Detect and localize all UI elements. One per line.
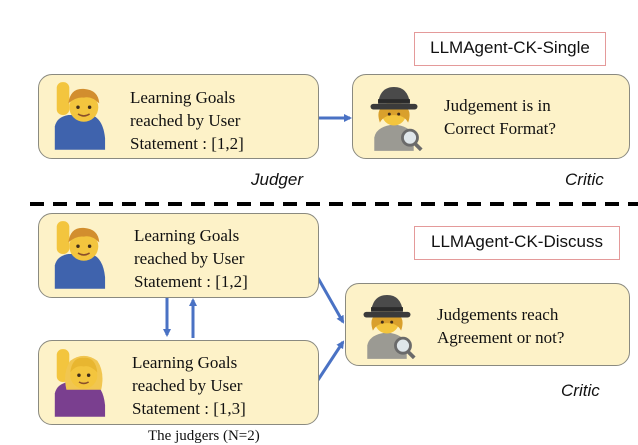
judger1-line1: Learning Goals — [134, 226, 240, 245]
raising-hand-man-icon — [54, 221, 106, 289]
critic-discuss-line2: Agreement or not? — [437, 328, 565, 347]
critic-single-line2: Correct Format? — [444, 119, 556, 138]
critic-role-label-single: Critic — [565, 170, 604, 189]
critic-role-label-discuss: Critic — [561, 381, 600, 400]
single-mode-tag: LLMAgent-CK-Single — [414, 32, 606, 66]
judger-single-line3: Statement : [1,2] — [130, 134, 244, 153]
judger-box-single: Learning Goals reached by User Statement… — [38, 74, 319, 159]
critic-box-single: Judgement is in Correct Format? — [352, 74, 630, 159]
judger1-line3: Statement : [1,2] — [134, 272, 248, 291]
critic-box-discuss: Judgements reach Agreement or not? — [345, 283, 630, 366]
connector-layer — [30, 114, 638, 381]
judger2-line1: Learning Goals — [132, 353, 238, 372]
judger-single-line1: Learning Goals — [130, 88, 236, 107]
discuss-mode-tag: LLMAgent-CK-Discuss — [414, 226, 620, 260]
figure-caption-partial: The judgers (N=2) — [148, 428, 260, 444]
raising-hand-man-icon — [54, 82, 106, 150]
judger-role-label: Judger — [251, 170, 303, 189]
raising-hand-woman-icon — [54, 349, 106, 417]
judger2-box-discuss: Learning Goals reached by User Statement… — [38, 340, 319, 425]
critic-single-line1: Judgement is in — [444, 96, 551, 115]
judger-single-line2: reached by User — [130, 111, 241, 130]
judger2-line2: reached by User — [132, 376, 243, 395]
judger2-line3: Statement : [1,3] — [132, 399, 246, 418]
judger1-line2: reached by User — [134, 249, 245, 268]
critic-discuss-line1: Judgements reach — [437, 305, 559, 324]
judger1-box-discuss: Learning Goals reached by User Statement… — [38, 213, 319, 298]
detective-woman-icon — [363, 294, 416, 359]
detective-woman-icon — [370, 86, 423, 151]
arrow-judger2-to-critic-discuss — [316, 340, 345, 381]
arrow-judger1-to-critic-discuss — [316, 277, 345, 324]
